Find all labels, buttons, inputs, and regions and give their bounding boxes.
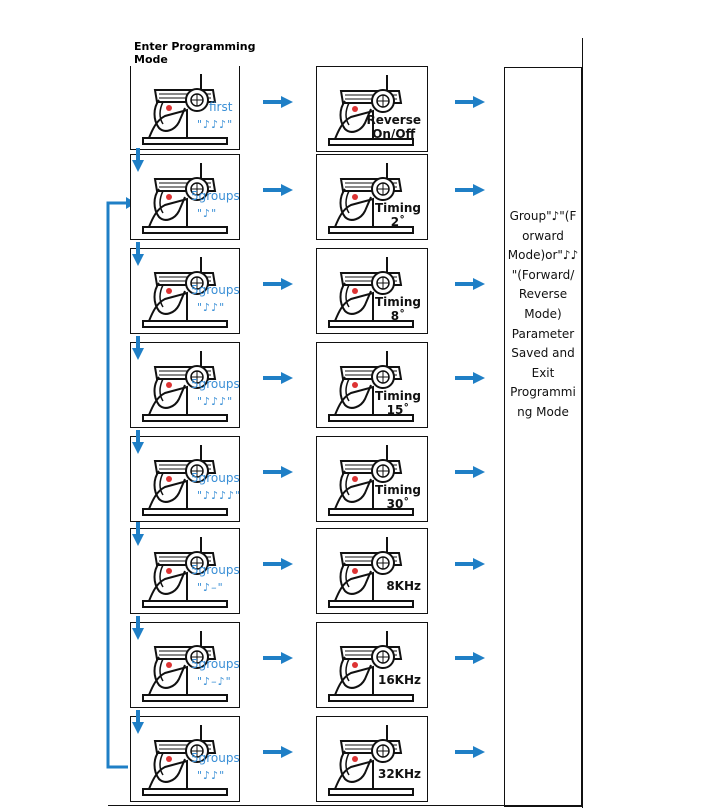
left-state-box: first "♪♪♪" bbox=[130, 66, 240, 150]
left-state-box: 5groups "♪♪" bbox=[130, 248, 240, 334]
setting-label-line: 8KHz bbox=[386, 579, 421, 593]
remote-icon bbox=[142, 74, 228, 145]
title-line-2: Mode bbox=[134, 53, 168, 66]
title: Enter Programming Mode bbox=[134, 40, 255, 66]
remote-icon bbox=[142, 445, 228, 516]
remote-icon bbox=[142, 163, 228, 234]
right-arrow bbox=[455, 96, 485, 108]
final-box bbox=[504, 67, 582, 807]
beep-notes: "♪♪" bbox=[197, 301, 226, 314]
right-arrow bbox=[455, 652, 485, 664]
remote-icon bbox=[328, 725, 414, 796]
right-arrow bbox=[263, 278, 293, 290]
right-arrow bbox=[455, 184, 485, 196]
beep-notes: "♪" bbox=[197, 207, 218, 220]
right-arrow bbox=[263, 466, 293, 478]
right-arrow bbox=[263, 558, 293, 570]
final-text: Group"♪"(F orward Mode)or"♪♪ "(Forward/ … bbox=[507, 209, 579, 419]
down-arrow bbox=[132, 148, 144, 172]
down-arrow bbox=[132, 430, 144, 454]
remote-icon bbox=[328, 537, 414, 608]
down-arrow bbox=[132, 710, 144, 734]
signal-label: 5groups bbox=[191, 563, 240, 577]
setting-label-line: Timing bbox=[374, 295, 421, 309]
beep-notes: "♪–♪" bbox=[197, 675, 232, 688]
beep-notes: "♪♪" bbox=[197, 769, 226, 782]
right-arrow bbox=[263, 652, 293, 664]
setting-label-line: 2˚ bbox=[390, 215, 406, 229]
setting-label-line: 15˚ bbox=[386, 403, 410, 417]
signal-label: 5groups bbox=[191, 189, 240, 203]
right-arrow bbox=[263, 96, 293, 108]
down-arrow bbox=[132, 522, 144, 546]
setting-label-line: On/Off bbox=[372, 127, 416, 141]
remote-icon bbox=[328, 351, 414, 422]
left-state-box: 5groups "♪" bbox=[130, 154, 240, 240]
left-state-box: 5groups "♪–" bbox=[130, 528, 240, 614]
signal-label: 5groups bbox=[191, 377, 240, 391]
remote-icon bbox=[328, 75, 414, 146]
setting-box: 8KHz bbox=[316, 528, 428, 614]
right-arrow bbox=[263, 184, 293, 196]
signal-label: first bbox=[209, 100, 233, 114]
left-state-box: 5groups "♪♪♪" bbox=[130, 342, 240, 428]
left-state-box: 5groups "♪♪♪♪" bbox=[130, 436, 240, 522]
remote-icon bbox=[328, 445, 414, 516]
setting-label-line: Reverse bbox=[366, 113, 421, 127]
remote-icon bbox=[142, 537, 228, 608]
title-line-1: Enter Programming bbox=[134, 40, 256, 53]
remote-icon bbox=[142, 257, 228, 328]
setting-box: 16KHz bbox=[316, 622, 428, 708]
right-border-line bbox=[582, 38, 583, 808]
down-arrow bbox=[132, 616, 144, 640]
setting-label-line: 8˚ bbox=[390, 309, 406, 323]
setting-label: 32KHz bbox=[378, 767, 421, 781]
setting-box: 32KHz bbox=[316, 716, 428, 802]
right-arrow bbox=[455, 372, 485, 384]
right-arrow bbox=[455, 558, 485, 570]
beep-notes: "♪♪♪" bbox=[197, 118, 234, 131]
remote-icon bbox=[328, 631, 414, 702]
remote-icon bbox=[142, 631, 228, 702]
right-arrow bbox=[455, 278, 485, 290]
right-arrow bbox=[263, 746, 293, 758]
left-state-box: 5groups "♪♪" bbox=[130, 716, 240, 802]
remote-icon bbox=[328, 257, 414, 328]
beep-notes: "♪–" bbox=[197, 581, 224, 594]
beep-notes: "♪♪♪♪" bbox=[197, 489, 242, 502]
setting-label: 8KHz bbox=[386, 579, 421, 593]
signal-label: 5groups bbox=[191, 471, 240, 485]
setting-label-line: 16KHz bbox=[377, 673, 421, 687]
beep-notes: "♪♪♪" bbox=[197, 395, 234, 408]
right-arrow bbox=[455, 746, 485, 758]
down-arrow bbox=[132, 336, 144, 360]
bottom-line bbox=[108, 805, 583, 806]
remote-icon bbox=[328, 163, 414, 234]
setting-label-line: Timing bbox=[374, 201, 421, 215]
signal-label: 5groups bbox=[191, 283, 240, 297]
left-state-box: 5groups "♪–♪" bbox=[130, 622, 240, 708]
down-arrow bbox=[132, 242, 144, 266]
setting-label-line: Timing bbox=[374, 483, 421, 497]
remote-icon bbox=[142, 351, 228, 422]
signal-label: 5groups bbox=[191, 657, 240, 671]
setting-label: 16KHz bbox=[378, 673, 421, 687]
setting-label-line: 32KHz bbox=[377, 767, 421, 781]
remote-icon bbox=[142, 725, 228, 796]
setting-label-line: 30˚ bbox=[386, 497, 410, 511]
signal-label: 5groups bbox=[191, 751, 240, 765]
right-arrow bbox=[455, 466, 485, 478]
setting-label-line: Timing bbox=[374, 389, 421, 403]
right-arrow bbox=[263, 372, 293, 384]
